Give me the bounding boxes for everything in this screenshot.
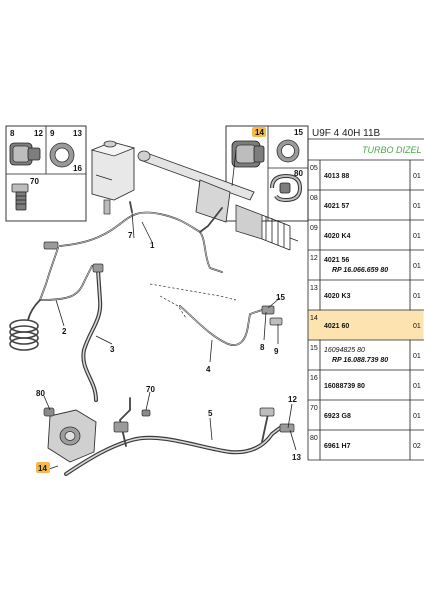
- detail-label-14: 14: [255, 128, 264, 137]
- detail-label-13: 13: [73, 129, 82, 138]
- table-row: 08 4021 57 01: [308, 195, 424, 221]
- detail-box-right: 14 15 80: [225, 125, 309, 222]
- detail-label-70: 70: [30, 177, 39, 186]
- cell-reference: 4013 88: [324, 173, 349, 180]
- cell-reference: 4020 K4: [324, 233, 351, 240]
- callout-3: 1: [150, 241, 155, 250]
- detail-box-left: 8 12 9 13 16 70: [5, 125, 87, 222]
- parts-table: TURBO DIZEL 05 4013 88 01 08 4021 57 01 09 4020…: [307, 138, 424, 461]
- detail-label-8: 8: [10, 129, 15, 138]
- cell-quantity: 01: [413, 383, 421, 390]
- detail-label-80: 80: [294, 169, 303, 178]
- callout-8: 8: [260, 343, 265, 352]
- cell-quantity: 01: [413, 173, 421, 180]
- union-nut-part: [9, 142, 41, 166]
- table-row: 09 4020 K4 01: [308, 225, 424, 251]
- callout-7: 7: [128, 231, 133, 240]
- engine-label: TURBO DIZEL: [362, 145, 422, 155]
- cell-position: 80: [310, 435, 318, 442]
- cell-quantity: 01: [413, 293, 421, 300]
- table-row: 12 4021 56 RP 16.066.659 80 01: [308, 255, 424, 281]
- cell-position: 12: [310, 255, 318, 262]
- cell-quantity: 01: [413, 353, 421, 360]
- cell-position: 08: [310, 195, 318, 202]
- callout-13: 13: [292, 453, 301, 462]
- cell-reference: 4020 K3: [324, 293, 351, 300]
- callout-1: 5: [208, 409, 213, 418]
- table-row: 80 6961 H7 02: [308, 435, 424, 461]
- detail-label-15: 15: [294, 128, 303, 137]
- cell-quantity: 01: [413, 263, 421, 270]
- table-row: 15 16094825 80 RP 16.088.739 80 01: [308, 345, 424, 371]
- bolt-part: [11, 183, 29, 211]
- cell-reference: 4021 60: [324, 323, 349, 330]
- leader-lines: [43, 211, 297, 471]
- hose-4: [81, 263, 104, 402]
- cell-reference: 4021 56: [324, 257, 349, 264]
- cell-position: 13: [310, 285, 318, 292]
- cell-note: RP 16.066.659 80: [332, 267, 388, 274]
- highlight-badge-callout-14: [36, 462, 50, 473]
- model-code: U9F 4 40H 11B: [312, 128, 381, 139]
- cell-quantity: 01: [413, 413, 421, 420]
- clip-80-part: [270, 173, 303, 203]
- callouts: 1 2 3 4 5 7 8 9 12 13 14 15 70 80: [36, 231, 301, 473]
- cell-reference: 6923 G8: [324, 413, 351, 420]
- table-row: 05 4013 88 01: [308, 165, 424, 191]
- table-row: 13 4020 K3 01: [308, 285, 424, 311]
- detail-label-12: 12: [34, 129, 43, 138]
- cell-position: 16: [310, 375, 318, 382]
- pipe-2: [149, 283, 283, 346]
- seal-ring-part: [49, 142, 75, 168]
- highlight-badge-14: [252, 127, 266, 137]
- cell-reference: 16088739 80: [324, 383, 365, 390]
- steering-rack: [137, 149, 299, 251]
- cell-position: 15: [310, 345, 318, 352]
- cell-position: 09: [310, 225, 318, 232]
- cell-quantity: 01: [413, 323, 421, 330]
- callout-80: 80: [36, 389, 45, 398]
- table-row: 70 6923 G8 01: [308, 405, 424, 431]
- cell-quantity: 02: [413, 443, 421, 450]
- callout-2: 4: [206, 365, 211, 374]
- row-highlight: [308, 310, 424, 340]
- callout-12: 12: [288, 395, 297, 404]
- fluid-reservoir: [90, 140, 136, 215]
- seal-ring-15-part: [276, 139, 300, 163]
- detail-label-16: 16: [73, 164, 82, 173]
- callout-70: 70: [146, 385, 155, 394]
- pipe-1: [64, 397, 295, 476]
- cell-note: RP 16.088.739 80: [332, 357, 388, 364]
- callout-14: 14: [38, 464, 47, 473]
- cooling-coil: [9, 319, 39, 351]
- callout-4: 3: [110, 345, 115, 354]
- callout-9: 9: [274, 347, 279, 356]
- cell-reference: 6961 H7: [324, 443, 351, 450]
- hose-5: [9, 247, 93, 351]
- detail-label-9: 9: [50, 129, 55, 138]
- cell-quantity: 01: [413, 233, 421, 240]
- cell-reference: 16094825 80: [324, 347, 365, 354]
- table-row: 14 4021 60 01: [308, 310, 424, 341]
- pipe-3: [43, 201, 223, 273]
- callout-15: 15: [276, 293, 285, 302]
- union-nut-14-part: [231, 140, 265, 168]
- cell-reference: 4021 57: [324, 203, 349, 210]
- cell-position: 70: [310, 405, 318, 412]
- cell-position: 05: [310, 165, 318, 172]
- cell-quantity: 01: [413, 203, 421, 210]
- callout-5: 2: [62, 327, 67, 336]
- table-row: 16 16088739 80 01: [308, 375, 424, 401]
- cell-position: 14: [310, 315, 318, 322]
